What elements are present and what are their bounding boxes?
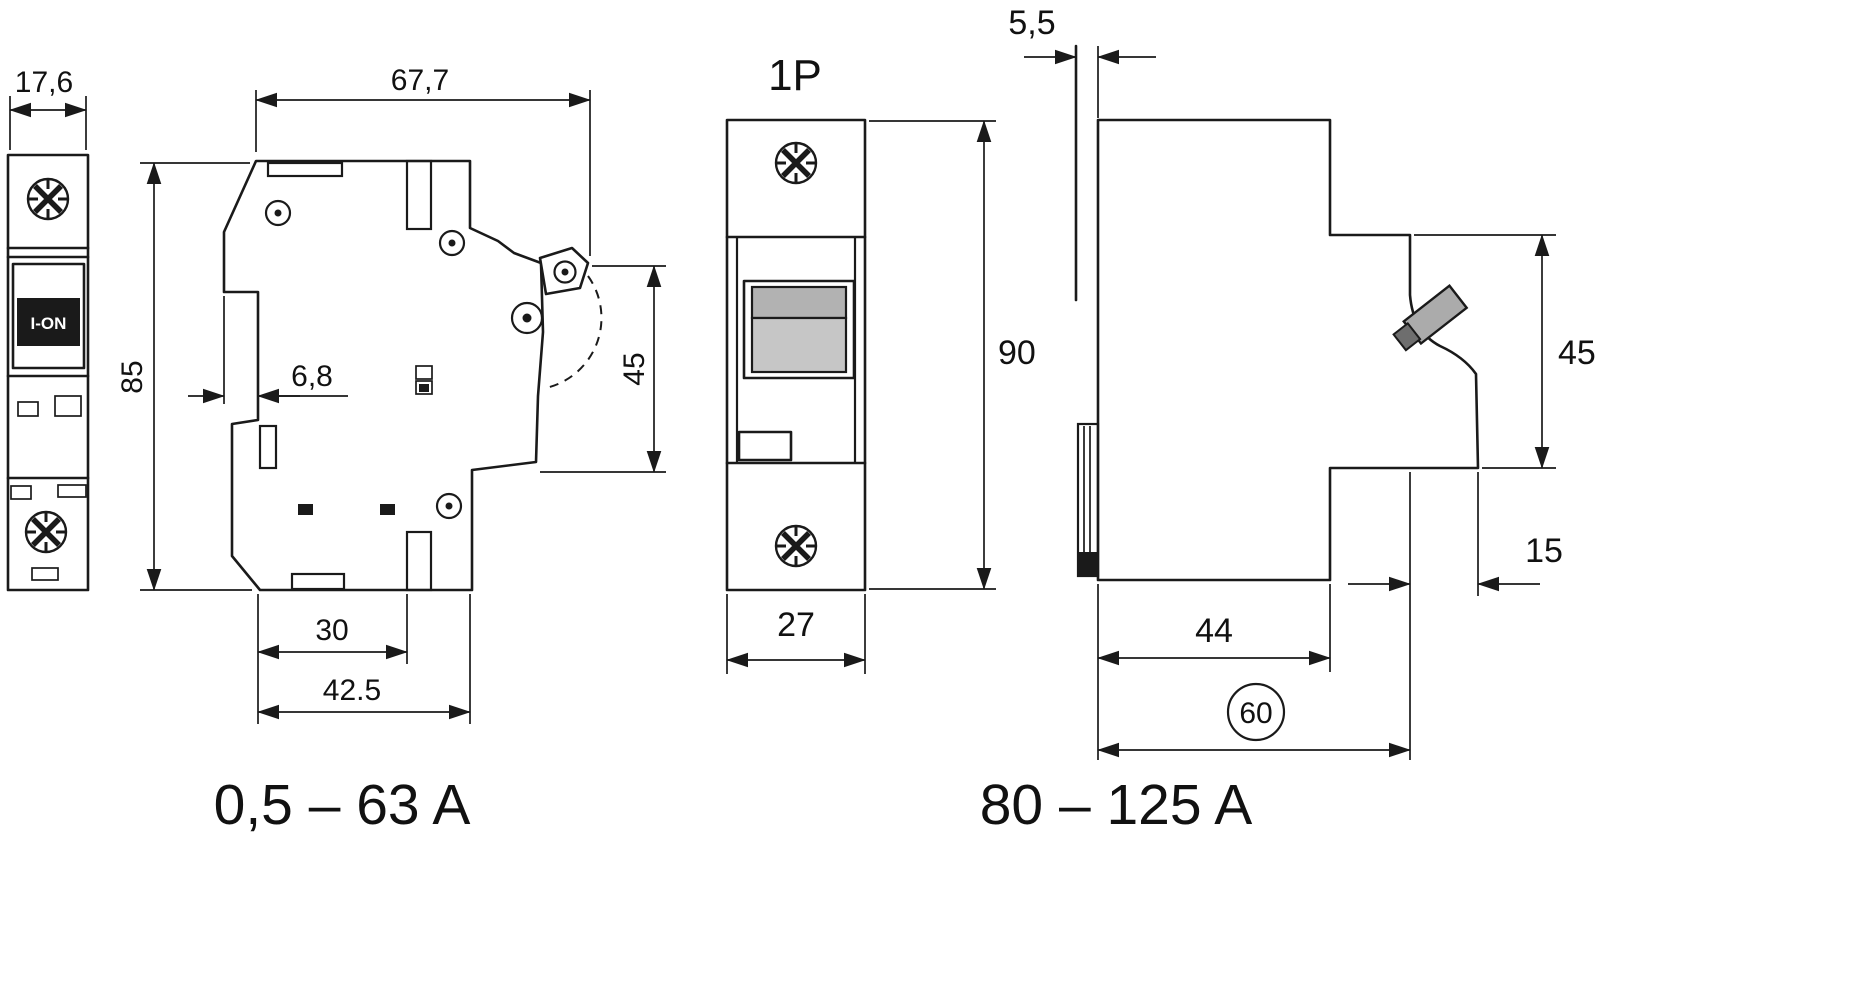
- body-detail: [17, 401, 39, 417]
- dim-label-bottom-outer: 42.5: [323, 674, 381, 707]
- dimension-terminal-height-45: 45: [1414, 234, 1596, 469]
- screw-bottom-icon: [26, 512, 66, 552]
- dim-label-terminal-height: 45: [1558, 334, 1596, 372]
- dim-label-bottom-inner: 30: [315, 614, 348, 647]
- front-view-narrow: 17,6 I-ON: [6, 66, 90, 592]
- terminal-tab: [1392, 284, 1469, 352]
- dim-label-terminal-height: 45: [618, 352, 651, 385]
- rivet-dot: [445, 502, 453, 510]
- breaker-profile-outline: [222, 159, 545, 592]
- dim-label-top-width: 67,7: [391, 64, 449, 97]
- breaker-body-outline: [725, 118, 867, 592]
- din-clip-foot: [1077, 552, 1099, 576]
- breaker-profile-outline: [1096, 118, 1480, 582]
- dim-label-terminal-depth: 15: [1525, 532, 1563, 570]
- screw-bottom-icon: [776, 526, 816, 566]
- terminal-screw-dot: [522, 313, 532, 323]
- dimension-body-depth-44: 44: [1097, 584, 1331, 760]
- rivet-dot: [448, 239, 456, 247]
- dimension-width-27: 27: [726, 594, 866, 674]
- breaker-body-outline: [6, 153, 90, 592]
- toggle-label: I-ON: [31, 314, 67, 333]
- latch-detail: [415, 380, 433, 395]
- rating-labels: 0,5 – 63 A 80 – 125 A: [214, 773, 1253, 837]
- rivet-square: [380, 504, 395, 515]
- dim-label-width: 27: [777, 606, 815, 644]
- rivet: [435, 492, 463, 520]
- pole-count-label: 1P: [768, 51, 822, 100]
- toggle-recess: [742, 279, 856, 380]
- side-view-ht: 5,5 45 15 44: [1008, 4, 1596, 760]
- dim-label-height: 90: [998, 334, 1036, 372]
- body-detail: [31, 567, 59, 581]
- rivet: [438, 229, 466, 257]
- body-detail: [54, 395, 82, 417]
- side-view-profile: 67,7 85 6,8 45 30: [116, 64, 666, 724]
- toggle-handle-top: [750, 285, 848, 320]
- dimension-terminal-depth-15: 15: [1348, 472, 1563, 760]
- label-window: [737, 430, 793, 462]
- dim-label-front-offset: 6,8: [291, 360, 333, 393]
- dimension-front-offset-6-8: 6,8: [188, 296, 348, 404]
- vent-slot: [266, 161, 344, 178]
- toggle-handle: [17, 298, 80, 346]
- dim-label-height: 85: [116, 360, 149, 393]
- dim-circle-frame: [1226, 682, 1286, 742]
- rivet: [264, 199, 292, 227]
- rating-range-large: 80 – 125 A: [980, 773, 1253, 837]
- dimension-overall-depth-60: 60: [1097, 682, 1411, 758]
- cover-pivot-dot: [561, 268, 569, 276]
- toggle-handle-bottom: [750, 316, 848, 374]
- dimension-rail-offset-5-5: 5,5: [1008, 4, 1156, 65]
- latch-detail: [415, 365, 433, 380]
- latch-detail-dot: [419, 384, 429, 392]
- terminal-screw-boss: [510, 301, 544, 335]
- toggle-recess: [11, 262, 86, 370]
- rivet-square: [298, 504, 313, 515]
- dim-label-rail-offset: 5,5: [1008, 4, 1055, 42]
- body-detail: [57, 484, 87, 498]
- bottom-vent: [290, 572, 346, 591]
- din-clip-spring: [258, 424, 278, 470]
- dimension-terminal-height-45: 45: [540, 265, 666, 473]
- terminal-tab-tip: [1392, 321, 1422, 352]
- front-view-1p: 1P 90 27: [725, 51, 1036, 674]
- dimension-bottom-30: 30: [257, 594, 408, 664]
- dimension-width-17-6: 17,6: [9, 66, 87, 150]
- dimension-height-85: 85: [116, 162, 252, 591]
- dim-label-width: 17,6: [15, 66, 73, 99]
- body-detail: [10, 485, 32, 500]
- dim-label-overall-depth: 60: [1239, 697, 1272, 730]
- screw-top-icon: [776, 143, 816, 183]
- bottom-slot: [405, 530, 433, 592]
- terminal-cover-swing-arc: [545, 275, 603, 389]
- dimension-height-90: 90: [869, 120, 1036, 590]
- cover-pivot: [553, 260, 577, 284]
- screw-top-icon: [28, 179, 68, 219]
- dimension-bottom-42-5: 42.5: [257, 594, 471, 724]
- rating-range-small: 0,5 – 63 A: [214, 773, 471, 837]
- dim-label-body-depth: 44: [1195, 612, 1233, 650]
- dimension-top-width-67-7: 67,7: [255, 64, 591, 256]
- rivet-dot: [274, 209, 282, 217]
- top-slot: [405, 159, 433, 231]
